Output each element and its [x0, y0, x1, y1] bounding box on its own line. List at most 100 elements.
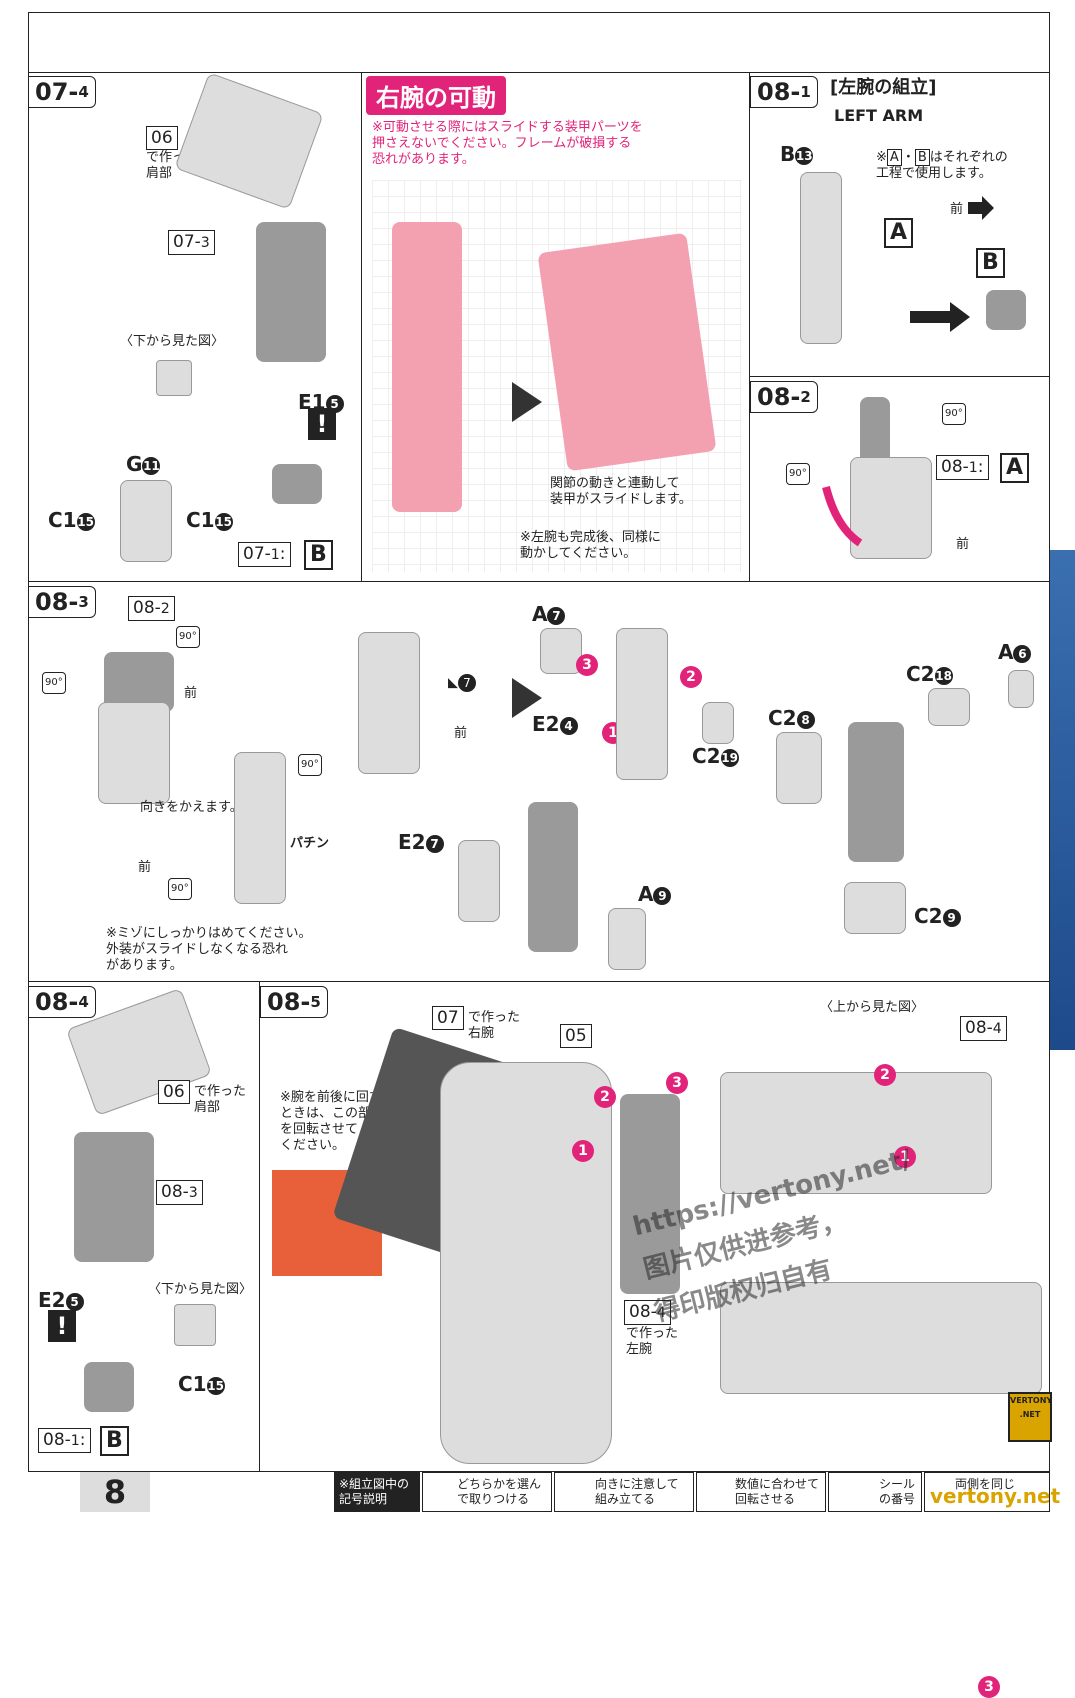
orientation-warning-icon: !	[48, 1310, 76, 1342]
ref-06: 06	[146, 126, 178, 150]
ref-08-1: 08-1:	[38, 1428, 91, 1453]
marker-2: 2	[680, 666, 702, 688]
ref-05: 05	[560, 1024, 592, 1048]
legend-sticker: シールの番号	[828, 1472, 922, 1512]
rotate-90-b: 90°	[42, 672, 66, 694]
armor-a6	[1008, 670, 1034, 708]
left-arm-title: [左腕の組立]	[830, 77, 937, 98]
left-arm-frame-part	[800, 172, 842, 344]
frame-armor-part	[616, 628, 668, 780]
upper-arm-assembled	[848, 722, 904, 862]
step-arrow	[512, 678, 542, 718]
armor-c29	[844, 882, 906, 934]
rotate-90-a: 90°	[942, 403, 966, 425]
panel-08-3: 08-3 08-2 90° 90° 前 向きをかえます。 90° パチン 前 9…	[28, 582, 1050, 982]
assembly-arrow	[910, 302, 970, 332]
groove-caution: ※ミゾにしっかりはめてください。 外装がスライドしなくなる恐れ があります。	[106, 926, 312, 973]
upper-arm-part	[74, 1132, 154, 1262]
step-label: 08-4	[28, 986, 96, 1018]
step-label: 08-2	[750, 381, 818, 413]
armor-a7	[540, 628, 582, 674]
front-indicator-a: 前	[184, 686, 198, 701]
rotate-90-a: 90°	[176, 626, 200, 648]
hand-part	[120, 480, 172, 562]
part-c2-19: C219	[692, 744, 739, 768]
marker-3b: 3	[978, 1676, 1000, 1698]
rotate-90-d: 90°	[168, 878, 192, 900]
symbol-legend: ※組立図中の 記号説明 どちらかを選んで取りつける 向きに注意して組み立てる 数…	[334, 1472, 934, 1512]
step-label: 08-3	[28, 586, 96, 618]
box-a: A	[884, 218, 914, 248]
part-g-11: G11	[126, 452, 161, 476]
left-arm-note: ※左腕も完成後、同様に 動かしてください。	[520, 530, 661, 561]
front-indicator-c: 前	[454, 726, 468, 741]
marker-3: 3	[576, 654, 598, 676]
ref-08-2: 08-2	[128, 596, 175, 621]
armor-e27	[458, 840, 500, 922]
shoulder-part	[174, 72, 324, 210]
ref-08-4-b: 08-4	[960, 1016, 1007, 1041]
page-edge-stripe	[1050, 550, 1075, 1050]
marker-2b: 2	[874, 1064, 896, 1086]
made-left-arm: で作った 左腕	[626, 1326, 679, 1357]
ref-box-b: B	[100, 1426, 129, 1456]
ref-07: 07	[432, 1006, 464, 1030]
ref-06: 06	[158, 1080, 190, 1104]
frame-part	[98, 702, 170, 804]
part-c1-15: C115	[178, 1372, 225, 1396]
legend-both-sides: 両側を同じ	[924, 1472, 1050, 1512]
bottom-view-box	[156, 360, 192, 396]
left-arm-subtitle: LEFT ARM	[834, 106, 924, 125]
panel-08-2: 08-2 90° 90° 08-1: A 前	[750, 377, 1050, 582]
left-hand-part	[986, 290, 1026, 330]
front-indicator: 前	[956, 537, 970, 552]
frame-sticker-part	[358, 632, 420, 774]
snap-label: パチン	[290, 836, 330, 851]
ref-08-1: 08-1:	[936, 455, 989, 480]
frame-armored-part	[528, 802, 578, 952]
left-arm-frame-part	[850, 457, 932, 559]
front-indicator-b: 前	[138, 860, 152, 875]
bottom-view-box	[174, 1304, 216, 1346]
upper-arm-part	[256, 222, 326, 362]
made-right-arm: で作った 右腕	[468, 1010, 521, 1041]
step-label: 08-1	[750, 76, 818, 108]
rotate-90-b: 90°	[786, 463, 810, 485]
marker-1: 1	[572, 1140, 594, 1162]
left-arm-part	[620, 1094, 680, 1294]
turn-note: 向きをかえます。	[140, 800, 243, 815]
panel-right-arm-movement: 右腕の可動 ※可動させる際にはスライドする装甲パーツを 押さえないでください。フ…	[362, 72, 750, 582]
pose-arrow	[512, 382, 542, 422]
legend-rotate: 数値に合わせて回転させる	[696, 1472, 826, 1512]
part-b-13: B13	[780, 142, 814, 166]
armor-c219	[702, 702, 734, 744]
part-c1-15-a: C115	[48, 508, 95, 532]
bottom-view-label: 〈下から見た図〉	[120, 334, 225, 349]
rotate-90-c: 90°	[298, 754, 322, 776]
top-view-assembly	[720, 1072, 992, 1194]
arm-straight-pose	[392, 222, 462, 512]
top-view-label: 〈上から見た図〉	[820, 1000, 925, 1015]
watermark-logo: VERTONY .NET	[1008, 1392, 1052, 1442]
sticker-7: ◣7	[448, 674, 476, 692]
rotate-note: ※腕を前後に回す ときは、この部分 を回転させて ください。	[280, 1090, 385, 1153]
top-margin-frame	[28, 12, 1050, 72]
orientation-warning-icon: !	[308, 408, 336, 440]
legend-heading: ※組立図中の 記号説明	[334, 1472, 420, 1512]
arm-bent-pose	[537, 232, 717, 472]
marker-3: 3	[666, 1072, 688, 1094]
marker-1b: 1	[894, 1146, 916, 1168]
made-text: で作った 肩部	[194, 1084, 247, 1115]
armor-c28	[776, 732, 822, 804]
ref-08-3: 08-3	[156, 1180, 203, 1205]
front-indicator: 前	[950, 202, 964, 217]
front-arrow	[968, 196, 994, 220]
